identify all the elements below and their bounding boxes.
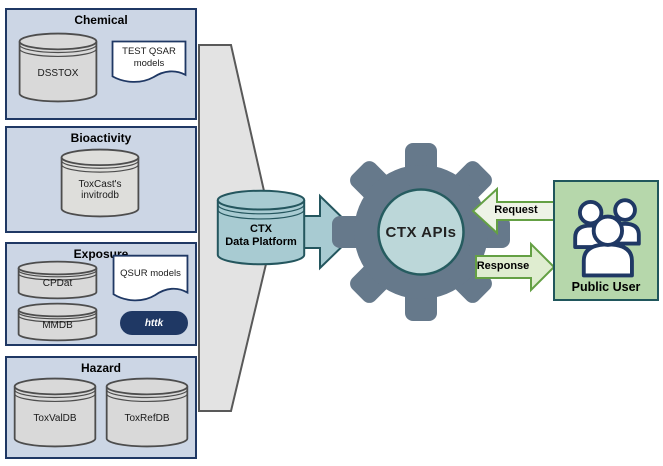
panel-hazard-title: Hazard: [80, 361, 121, 375]
panel-bioactivity: Bioactivity ToxCast's invitrodb: [5, 126, 197, 233]
gear-hub: [377, 188, 465, 276]
panel-exposure: Exposure CPDat MMDB QSUR models: [5, 242, 197, 346]
request-label: Request: [494, 204, 538, 216]
panel-chemical: Chemical DSSTOX TEST QSAR models: [5, 8, 197, 120]
database-dsstox-label: DSSTOX: [37, 67, 79, 79]
httk-pill: httk: [120, 311, 188, 335]
database-icon: [17, 302, 98, 342]
database-dsstox: DSSTOX: [18, 32, 98, 103]
database-icon: [60, 148, 140, 218]
database-icon: [17, 260, 98, 300]
doc-qsur-models: QSUR models: [112, 254, 189, 306]
database-icon: [105, 377, 189, 448]
public-user-label: Public User: [571, 280, 641, 294]
ctx-data-platform-label: CTX Data Platform: [225, 222, 297, 248]
panel-chemical-title: Chemical: [74, 13, 128, 27]
database-toxvaldb-label: ToxValDB: [33, 412, 77, 424]
panel-hazard: Hazard ToxValDB ToxRefDB: [5, 356, 197, 459]
response-label: Response: [476, 260, 530, 272]
ctx-apis-label: CTX APIs: [385, 224, 457, 241]
database-icon: [216, 189, 306, 266]
database-icon: [13, 377, 97, 448]
platform-to-apis-arrow: [302, 193, 359, 271]
public-user-box: Public User: [553, 180, 659, 301]
httk-pill-label: httk: [144, 317, 164, 329]
database-toxvaldb: ToxValDB: [13, 377, 97, 448]
database-cpdat-label: CPDat: [42, 278, 73, 290]
document-shape-icon: [112, 254, 189, 306]
response-arrow: [475, 241, 556, 293]
database-cpdat: CPDat: [17, 260, 98, 300]
database-invitrodb-label: ToxCast's invitrodb: [78, 178, 122, 202]
doc-qsur-models-label: QSUR models: [120, 268, 181, 280]
document-shape-icon: [111, 40, 187, 87]
database-toxrefdb-label: ToxRefDB: [124, 412, 170, 424]
database-mmdb-label: MMDB: [42, 320, 73, 332]
database-toxrefdb: ToxRefDB: [105, 377, 189, 448]
users-icon: [573, 198, 641, 278]
database-icon: [18, 32, 98, 103]
panel-bioactivity-title: Bioactivity: [70, 131, 132, 145]
database-mmdb: MMDB: [17, 302, 98, 342]
doc-test-qsar-models-label: TEST QSAR models: [122, 46, 176, 69]
ctx-data-platform: CTX Data Platform: [216, 189, 306, 266]
gear-icon: [332, 143, 510, 321]
database-invitrodb: ToxCast's invitrodb: [60, 148, 140, 218]
doc-test-qsar-models: TEST QSAR models: [111, 40, 187, 87]
